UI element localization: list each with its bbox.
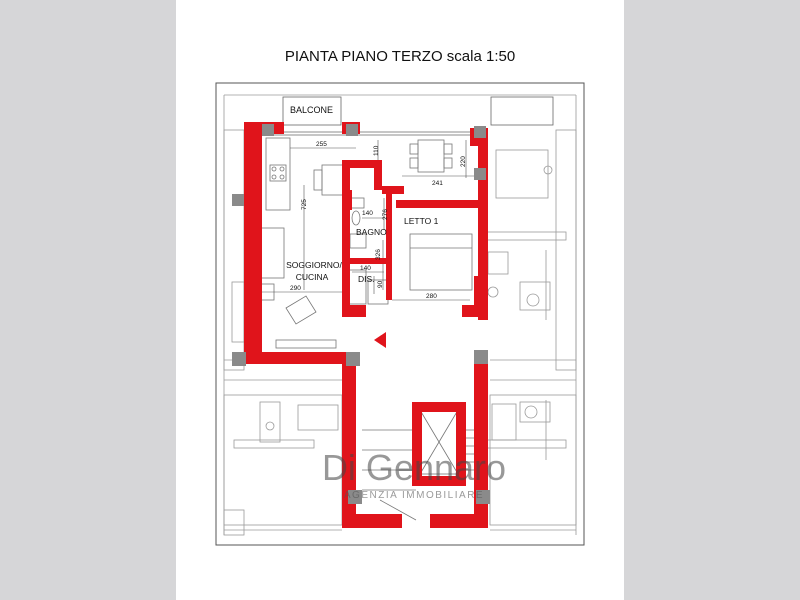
svg-text:326: 326: [375, 249, 382, 260]
watermark-subtitle: AGENZIA IMMOBILIARE: [344, 490, 484, 501]
structural-columns: [232, 124, 490, 504]
plan-title: PIANTA PIANO TERZO scala 1:50: [284, 48, 516, 65]
watermark-logo: Di Gennaro: [322, 447, 506, 488]
neighbour-balcony-outline: [490, 96, 554, 126]
svg-text:90: 90: [377, 280, 384, 288]
svg-text:220: 220: [460, 156, 467, 167]
svg-text:140: 140: [362, 210, 373, 217]
svg-text:276: 276: [382, 209, 389, 220]
living-room-label: SOGGIORNO/: [286, 260, 342, 270]
dimension-values: 255 110 220 241 725 140 276 326 140 90 2…: [290, 141, 467, 300]
bathroom-label: BAGNO: [356, 227, 387, 237]
balcony-outline: [282, 96, 342, 126]
balcony-label: BALCONE: [290, 105, 333, 115]
hallway-label: DIS.: [358, 274, 375, 284]
drawing-frame: [215, 82, 585, 546]
dimension-lines: [260, 140, 474, 301]
svg-text:110: 110: [373, 145, 380, 156]
svg-text:140: 140: [360, 265, 371, 272]
apartment-walls: [244, 122, 488, 528]
svg-text:255: 255: [316, 141, 327, 148]
floor-plan-drawing: BALCONE BAGNO LETTO 1 SOGGIORNO/ CUCINA …: [215, 82, 585, 546]
svg-text:241: 241: [432, 180, 443, 187]
svg-text:725: 725: [301, 199, 308, 210]
kitchen-label: CUCINA: [296, 272, 329, 282]
floor-plan-sheet: PIANTA PIANO TERZO scala 1:50: [176, 0, 624, 600]
bedroom-label: LETTO 1: [404, 216, 439, 226]
svg-text:280: 280: [426, 293, 437, 300]
svg-text:290: 290: [290, 285, 301, 292]
entrance-arrow-icon: [374, 332, 386, 348]
